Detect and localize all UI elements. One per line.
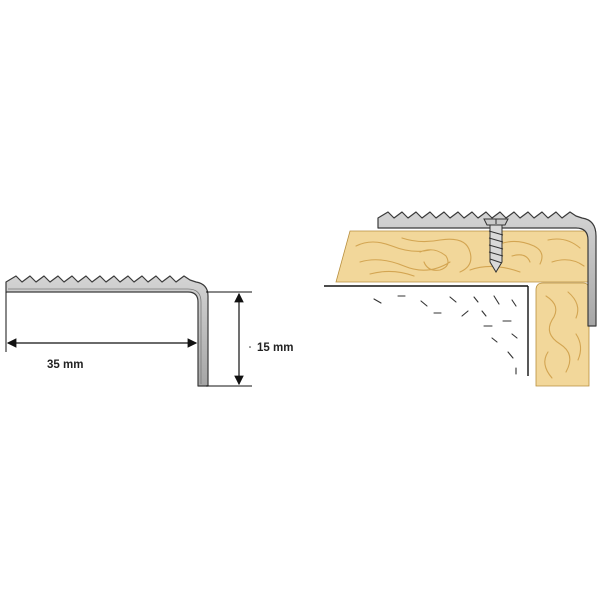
installed-illustration [324,211,597,387]
tread-board [335,230,591,283]
riser-board [535,282,590,387]
concrete-hatch [373,295,518,375]
profile-cross-section [5,275,209,387]
width-dimension: 35 mm [5,292,198,371]
profile-shape [5,275,209,387]
profile-inner-line [8,288,202,384]
wall-outline [324,285,529,376]
height-dimension: 15 mm [206,291,293,387]
installed-profile [377,211,597,327]
screw-icon [483,218,509,273]
height-label: 15 mm [257,342,293,354]
stair-tread [335,230,591,283]
width-label: 35 mm [47,359,83,371]
riser-grain [544,291,582,379]
height-label-dot [249,346,251,348]
tread-grain [355,237,585,277]
stair-riser [535,282,590,387]
